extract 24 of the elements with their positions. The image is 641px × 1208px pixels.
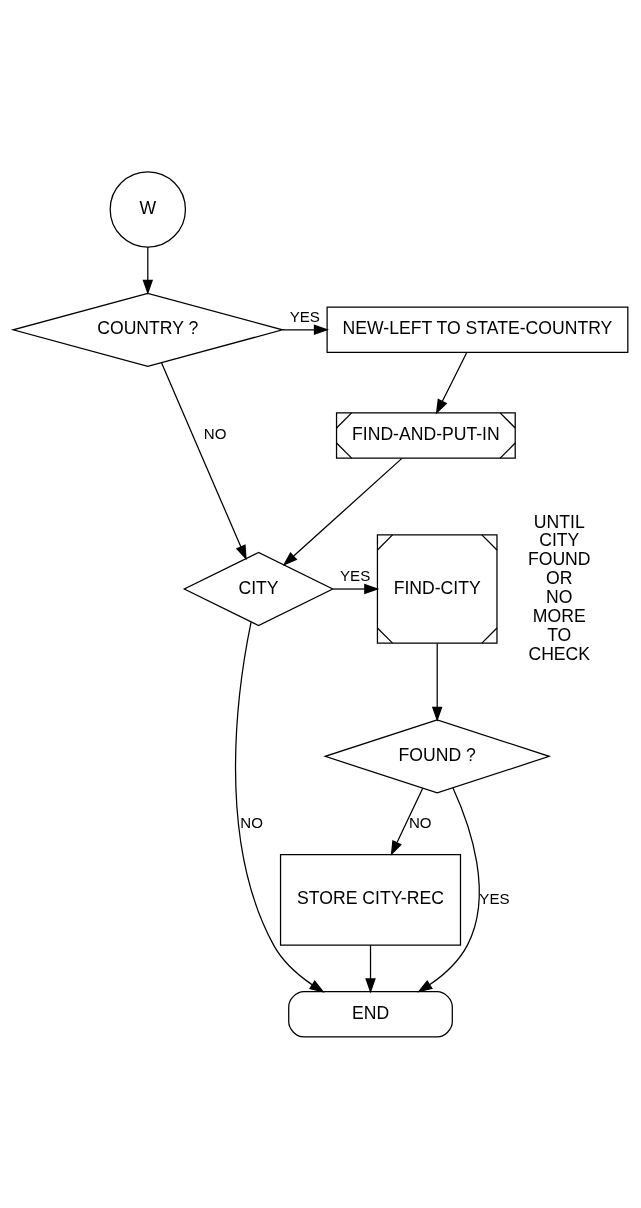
arrow xyxy=(435,351,468,414)
edge-label: YES xyxy=(289,307,320,325)
node-box: STORE CITY-REC xyxy=(279,853,462,946)
arrow xyxy=(161,361,247,560)
edge-label: YES xyxy=(340,566,371,584)
edge-label: NO xyxy=(203,424,227,442)
arrow xyxy=(417,786,480,993)
node-box: NEW-LEFT TO STATE-COUNTRY xyxy=(326,306,629,353)
node-box: END xyxy=(288,990,453,1038)
arrow xyxy=(332,583,380,594)
edge-label: YES xyxy=(479,889,510,907)
arrow xyxy=(431,642,443,722)
arrow xyxy=(390,787,424,856)
arrow xyxy=(234,621,325,993)
arrow xyxy=(282,457,403,566)
arrow xyxy=(282,324,329,335)
arrow xyxy=(142,245,154,295)
node-circle: W xyxy=(109,170,187,248)
node-diamond: FOUND ? xyxy=(323,718,552,794)
edge-label: NO xyxy=(408,813,432,831)
arrow xyxy=(365,944,376,993)
edge-label: NO xyxy=(240,813,263,831)
node-label: UNTIL CITY FOUND OR NO MORE TO CHECK xyxy=(527,511,591,664)
node-diamond: COUNTRY ? xyxy=(10,292,285,367)
